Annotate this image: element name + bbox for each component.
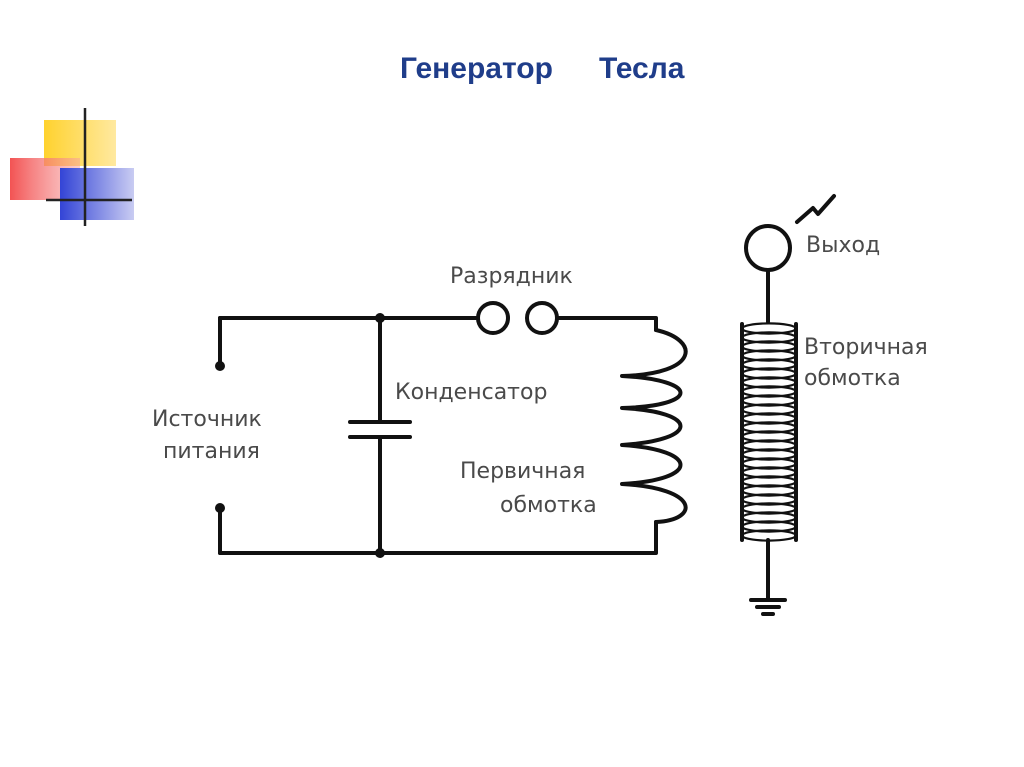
secondary-coil-turn (740, 439, 798, 452)
slide-title: Генератор Тесла (400, 52, 684, 86)
primary-coil (620, 328, 688, 524)
secondary-coil-turn (740, 412, 798, 425)
label-primary-line2: обмотка (500, 493, 597, 518)
secondary-coil-turn (740, 466, 798, 479)
deco-blue-square (60, 168, 134, 220)
secondary-coil-turn (740, 322, 798, 335)
secondary-coil-turn (740, 457, 798, 470)
source-terminal-top (215, 361, 225, 371)
decorative-squares-logo (10, 108, 134, 226)
secondary-coil-turn (740, 421, 798, 434)
label-output: Выход (806, 233, 880, 258)
top-wire-right (556, 316, 658, 332)
secondary-coil-turn (740, 448, 798, 461)
label-secondary-line1: Вторичная (804, 335, 928, 360)
spark-gap-electrode-right (525, 301, 559, 335)
secondary-coil-turn (740, 493, 798, 506)
bottom-wire (218, 520, 658, 555)
secondary-coil-turn (740, 331, 798, 344)
secondary-coil-turn (740, 484, 798, 497)
secondary-coil-turn (740, 340, 798, 353)
secondary-coil-turn (740, 403, 798, 416)
output-electrode (744, 224, 792, 272)
secondary-coil-turn (740, 511, 798, 524)
secondary-coil-windings (740, 322, 798, 542)
label-primary-line1: Первичная (460, 459, 585, 484)
spark-gap-electrode-left (476, 301, 510, 335)
label-power-source-line2: питания (163, 439, 260, 464)
junction-dot-bottom (375, 548, 385, 558)
title-word-generator: Генератор (400, 52, 553, 85)
secondary-coil-turn (740, 349, 798, 362)
secondary-coil-turn (740, 376, 798, 389)
source-terminal-bottom (215, 503, 225, 513)
spark-symbol (795, 194, 836, 224)
label-spark-gap: Разрядник (450, 264, 573, 289)
secondary-coil-turn (740, 529, 798, 542)
label-secondary-line2: обмотка (804, 366, 901, 391)
secondary-coil-turn (740, 520, 798, 533)
label-power-source-line1: Источник (152, 407, 262, 432)
junction-dot-top (375, 313, 385, 323)
label-capacitor: Конденсатор (395, 380, 547, 405)
secondary-coil-turn (740, 502, 798, 515)
secondary-coil-turn (740, 385, 798, 398)
secondary-coil-turn (740, 358, 798, 371)
secondary-coil-turn (740, 475, 798, 488)
secondary-coil-turn (740, 367, 798, 380)
secondary-coil-turn (740, 430, 798, 443)
title-word-tesla: Тесла (598, 52, 685, 85)
secondary-coil-turn (740, 394, 798, 407)
